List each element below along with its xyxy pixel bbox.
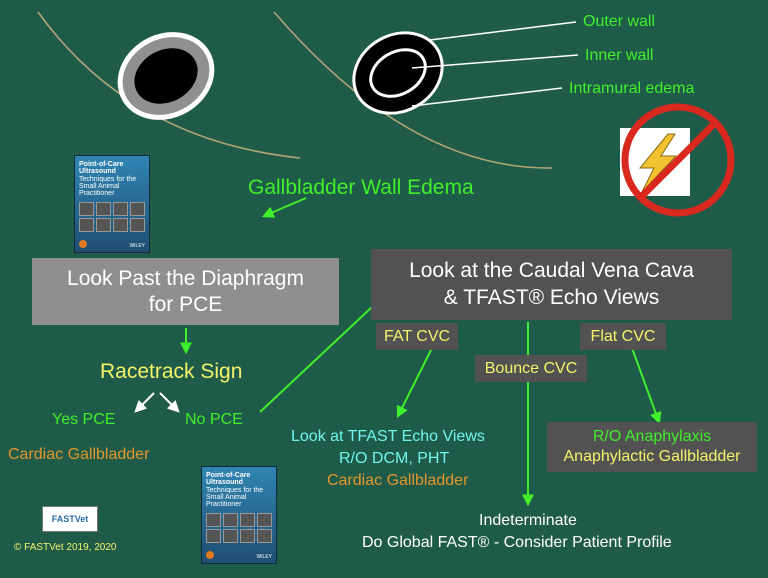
tfast-echo-views: Look at TFAST Echo Views xyxy=(291,428,485,445)
book-publisher: WILEY xyxy=(256,553,272,560)
no-pce: No PCE xyxy=(185,411,243,428)
anaphylactic-gallbladder: Anaphylactic Gallbladder xyxy=(563,448,741,465)
label-inner-wall: Inner wall xyxy=(585,47,654,64)
flat-cvc-label: Flat CVC xyxy=(590,327,656,345)
indeterminate: Indeterminate xyxy=(479,512,577,529)
box-look-caudal-vena-cava: Look at the Caudal Vena Cava & TFAST® Ec… xyxy=(371,249,732,320)
prohibition-slash xyxy=(637,119,719,201)
diagram-title: Gallbladder Wall Edema xyxy=(248,176,474,199)
book-cover-top: Point-of-Care Ultrasound Techniques for … xyxy=(74,155,150,253)
pointer-outer-wall xyxy=(429,21,577,41)
box-bounce-cvc: Bounce CVC xyxy=(475,355,587,382)
label-intramural-edema: Intramural edema xyxy=(569,80,695,97)
bounce-cvc-label: Bounce CVC xyxy=(484,359,578,377)
book-title-line3: Techniques for the xyxy=(206,486,264,494)
cardiac-gallbladder-mid: Cardiac Gallbladder xyxy=(327,472,469,489)
book-title-line1: Point-of-Care xyxy=(206,472,251,479)
book-title-line4: Small Animal Practitioner xyxy=(206,494,247,509)
sector-curve-right xyxy=(273,11,553,169)
prohibition-icon xyxy=(621,103,735,217)
look-past-line1: Look Past the Diaphragm xyxy=(67,267,304,291)
fat-cvc-label: FAT CVC xyxy=(383,327,451,345)
cardiac-gallbladder-left: Cardiac Gallbladder xyxy=(8,446,150,463)
book-badge xyxy=(79,240,87,248)
arrow-title-to-look-past xyxy=(261,197,307,218)
ro-dcm-pht: R/O DCM, PHT xyxy=(339,450,450,467)
lightning-bolt-icon xyxy=(638,133,678,193)
book-publisher: WILEY xyxy=(129,242,145,249)
gallbladder-edema-outer xyxy=(352,31,444,115)
book-title-line4: Small Animal Practitioner xyxy=(79,183,120,198)
book-image-grid xyxy=(206,512,272,543)
pointer-intramural-edema xyxy=(411,87,563,107)
arrow-flat-to-anaphylaxis xyxy=(631,347,662,425)
box-flat-cvc: Flat CVC xyxy=(580,323,666,350)
book-badge xyxy=(206,551,214,559)
global-fast: Do Global FAST® - Consider Patient Profi… xyxy=(362,534,672,551)
box-fat-cvc: FAT CVC xyxy=(376,323,458,350)
arrow-branch-no xyxy=(159,392,180,413)
racetrack-sign: Racetrack Sign xyxy=(100,360,243,383)
arrow-no-pce-to-cvc xyxy=(259,290,390,413)
fastvet-logo-text: FASTVet xyxy=(51,514,89,524)
fastvet-logo: FASTVet xyxy=(42,506,98,532)
look-cvc-line2: & TFAST® Echo Views xyxy=(443,285,660,309)
yes-pce: Yes PCE xyxy=(52,411,116,428)
look-cvc-line1: Look at the Caudal Vena Cava xyxy=(409,259,694,283)
book-title-line1: Point-of-Care xyxy=(79,161,124,168)
box-look-past-diaphragm: Look Past the Diaphragm for PCE xyxy=(32,258,339,325)
look-past-line2: for PCE xyxy=(148,292,223,316)
arrow-branch-yes xyxy=(134,392,155,413)
arrow-fat-to-tfast xyxy=(396,347,433,419)
book-cover-bottom: Point-of-Care Ultrasound Techniques for … xyxy=(201,466,277,564)
gallbladder-normal-lumen xyxy=(134,48,198,104)
gallbladder-edema-inner-wall xyxy=(369,48,427,98)
book-image-grid xyxy=(79,201,145,232)
copyright: © FASTVet 2019, 2020 xyxy=(14,542,117,553)
pointer-inner-wall xyxy=(411,54,579,69)
ro-anaphylaxis: R/O Anaphylaxis xyxy=(592,428,712,445)
book-title-line2: Ultrasound xyxy=(206,479,243,487)
book-title-line3: Techniques for the xyxy=(79,175,137,183)
box-anaphylaxis: R/O Anaphylaxis Anaphylactic Gallbladder xyxy=(547,422,757,472)
book-title-line2: Ultrasound xyxy=(79,168,116,176)
label-outer-wall: Outer wall xyxy=(583,13,656,30)
